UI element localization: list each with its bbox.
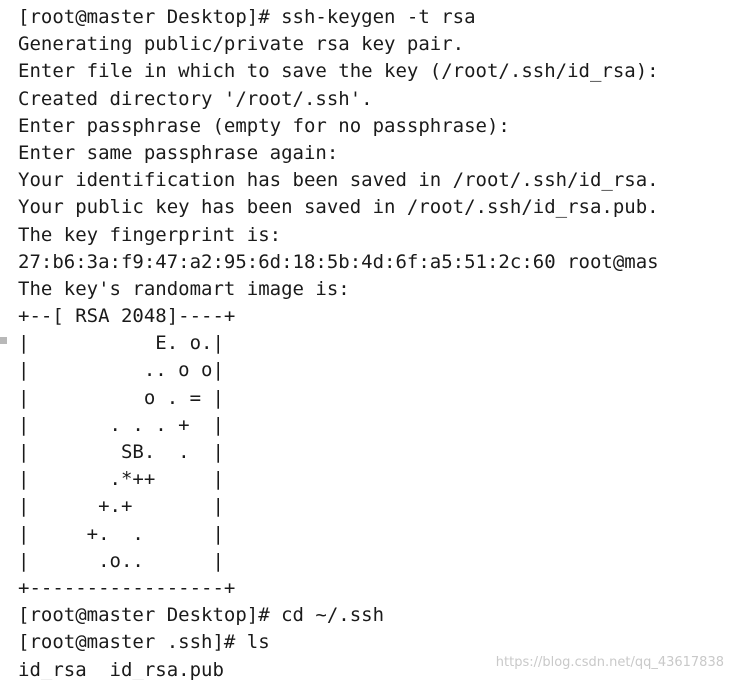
terminal-line: [root@master Desktop]# ssh-keygen -t rsa [18,6,476,28]
terminal-line: [root@master .ssh]# ls [18,631,270,654]
terminal-line: | +.+ | [18,495,224,518]
terminal-line: The key's randomart image is: [18,277,350,300]
watermark-url: https://blog.csdn.net/qq_43617838 [495,655,724,670]
terminal-line: | SB. . | [18,441,224,463]
terminal-line: The key fingerprint is: [18,223,282,246]
terminal-line: +-----------------+ [18,576,236,599]
terminal-line: id_rsa id_rsa.pub [18,658,224,680]
terminal-line: | .o.. | [18,549,224,572]
terminal-line: Enter same passphrase again: [18,141,339,164]
terminal-line: Enter file in which to save the key (/ro… [18,60,659,83]
terminal-line: 27:b6:3a:f9:47:a2:95:6d:18:5b:4d:6f:a5:5… [18,250,659,273]
terminal-line: [root@master Desktop]# cd ~/.ssh [18,604,385,627]
terminal-line: | . . . + | [18,413,224,436]
terminal-line: Created directory '/root/.ssh'. [18,87,373,110]
terminal-line: Your public key has been saved in /root/… [18,196,659,219]
terminal-line: Enter passphrase (empty for no passphras… [18,114,510,137]
terminal-line: | .. o o| [18,359,224,382]
terminal-line: | .*++ | [18,468,224,491]
terminal-output[interactable]: [root@master Desktop]# ssh-keygen -t rsa… [18,4,659,680]
terminal-line: | E. o.| [18,332,224,355]
scroll-position-marker [0,337,7,344]
terminal-line: Generating public/private rsa key pair. [18,33,465,56]
terminal-line: +--[ RSA 2048]----+ [18,305,236,328]
terminal-line: | +. . | [18,522,224,545]
terminal-line: | o . = | [18,386,224,409]
terminal-line: Your identification has been saved in /r… [18,169,659,192]
